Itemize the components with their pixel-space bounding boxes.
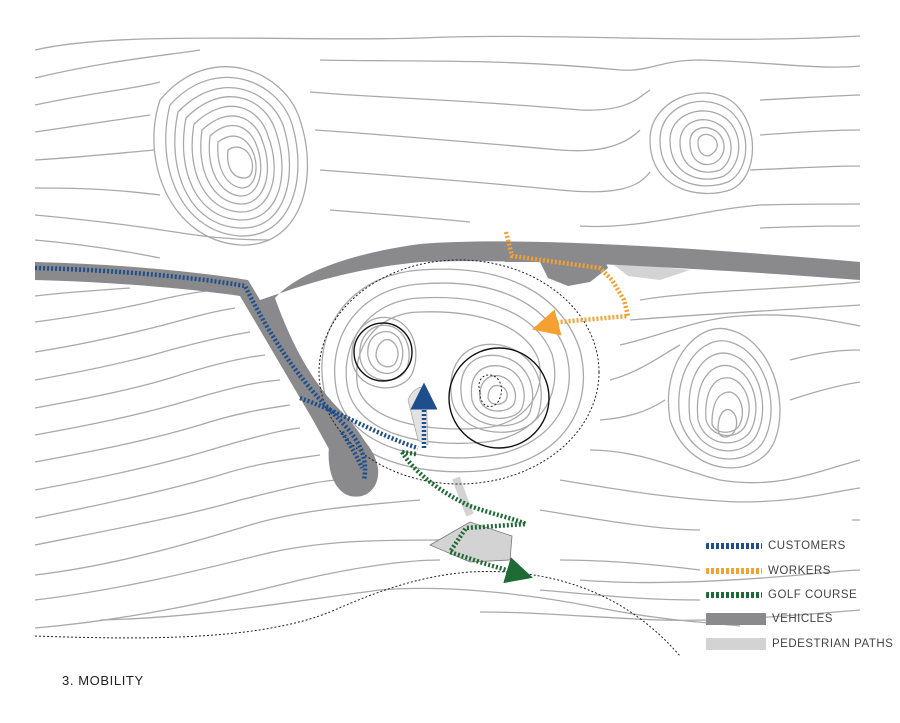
legend-label: VEHICLES xyxy=(772,613,833,625)
golf-course-route xyxy=(400,449,533,584)
legend-label: PEDESTRIAN PATHS xyxy=(772,638,894,650)
legend-item-workers: WORKERS xyxy=(706,563,831,579)
legend-label: WORKERS xyxy=(768,565,831,577)
hill-circles xyxy=(353,322,550,449)
legend-label: GOLF COURSE xyxy=(768,589,858,601)
legend-item-vehicles: VEHICLES xyxy=(706,611,833,627)
workers-swatch xyxy=(706,568,762,574)
dashed-boundaries xyxy=(34,259,681,657)
vehicles-swatch xyxy=(706,613,766,625)
customers-route xyxy=(34,265,438,481)
contour-lines xyxy=(34,35,861,629)
legend-item-pedestrian-paths: PEDESTRIAN PATHS xyxy=(706,636,893,652)
legend-label: CUSTOMERS xyxy=(768,540,846,552)
pedestrian-paths-swatch xyxy=(706,638,766,650)
golf-course-swatch xyxy=(706,592,762,598)
legend-item-customers: CUSTOMERS xyxy=(706,538,846,554)
customers-swatch xyxy=(706,543,762,549)
legend-item-golf-course: GOLF COURSE xyxy=(706,587,857,603)
figure-caption: 3. MOBILITY xyxy=(62,673,144,688)
